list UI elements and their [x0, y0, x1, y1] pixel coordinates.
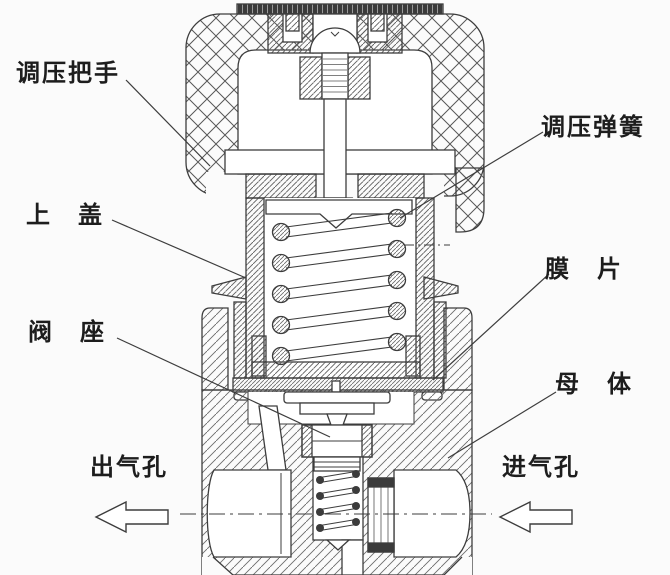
- label-diaphragm: 膜 片: [545, 256, 623, 283]
- leader-lines: [111, 79, 557, 459]
- spring-top-plate: [265, 199, 413, 229]
- label-top-cover: 上 盖: [26, 202, 104, 229]
- screw-dome-head: [309, 27, 361, 54]
- valve-seat: [301, 424, 373, 458]
- outlet-flow-arrow: [94, 500, 169, 534]
- bonnet-wing-right: [423, 276, 459, 300]
- valve-spring: [316, 470, 360, 532]
- label-adjusting-handle: 调压把手: [16, 60, 120, 87]
- leader-diaphragm: [432, 273, 550, 381]
- inlet-fitting: [367, 477, 395, 553]
- label-outlet-hole: 出气孔: [90, 454, 168, 481]
- label-main-body: 母 体: [555, 371, 633, 398]
- centerline: [180, 244, 492, 515]
- bonnet-wing-left: [211, 276, 247, 300]
- bonnet: [211, 197, 459, 379]
- leader-body: [447, 391, 557, 459]
- adjusting-knob: [185, 3, 485, 233]
- main-spring: [271, 208, 407, 366]
- leader-spring: [399, 131, 544, 219]
- label-adjusting-spring: 调压弹簧: [541, 114, 645, 141]
- inlet-flow-arrow: [498, 500, 573, 534]
- spring-funnel: [325, 539, 351, 551]
- label-inlet-hole: 进气孔: [502, 454, 580, 481]
- leader-cover: [111, 219, 247, 279]
- label-valve-seat: 阀 座: [28, 319, 106, 346]
- inlet-port: [367, 469, 471, 558]
- leader-handle: [125, 79, 211, 167]
- knurl-band: [236, 3, 444, 15]
- leader-seat: [116, 337, 331, 438]
